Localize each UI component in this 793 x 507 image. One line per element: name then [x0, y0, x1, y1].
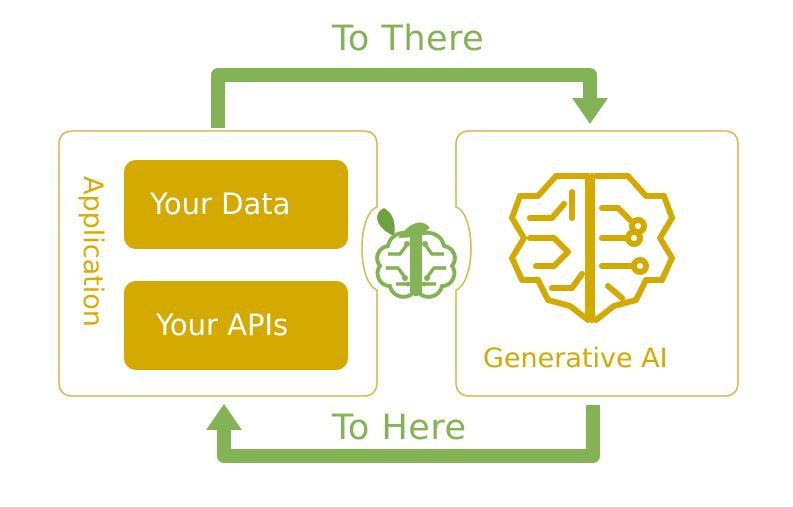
leaf-brain-icon: [375, 208, 457, 299]
circuit-brain-icon: [509, 173, 675, 323]
to-here-arrow: [206, 404, 600, 463]
generative-ai-label: Generative AI: [483, 343, 668, 374]
your-data-label: Your Data: [150, 187, 291, 221]
to-there-arrow: [211, 68, 608, 128]
your-data-box: [124, 160, 348, 249]
to-there-label: To There: [332, 19, 485, 59]
to-here-label: To Here: [332, 408, 467, 448]
your-apis-label: Your APIs: [156, 308, 289, 342]
application-title: Application: [77, 176, 108, 327]
your-apis-box: [124, 281, 348, 370]
